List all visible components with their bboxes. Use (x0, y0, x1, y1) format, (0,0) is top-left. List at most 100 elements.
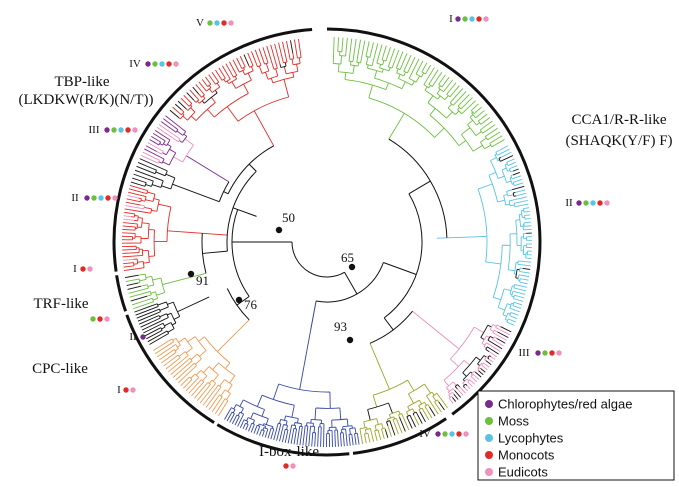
branch (208, 74, 215, 84)
branch (162, 333, 169, 338)
branch (516, 192, 527, 197)
branch (489, 131, 501, 139)
branch (492, 324, 497, 327)
branch (469, 379, 472, 382)
branch (495, 150, 500, 153)
species-dot (97, 316, 103, 322)
branch (510, 204, 515, 207)
branch (163, 143, 167, 146)
branch (266, 60, 269, 64)
branch (346, 418, 349, 427)
branch (311, 435, 313, 447)
branch (180, 114, 185, 120)
branch (138, 278, 141, 283)
branch (282, 424, 284, 429)
branch (296, 63, 299, 72)
branch (174, 348, 179, 352)
branch (295, 428, 297, 434)
branch (159, 351, 171, 361)
branch (202, 250, 228, 254)
branch (517, 295, 525, 299)
branch (273, 426, 278, 441)
branch (404, 54, 412, 69)
branch (164, 170, 168, 176)
trf-like-branches (125, 272, 207, 310)
branch (508, 269, 515, 272)
branch (431, 391, 435, 396)
branch (152, 160, 159, 164)
species-dot (166, 61, 172, 67)
branch (487, 357, 490, 360)
branch (158, 327, 162, 330)
branch (136, 165, 152, 173)
branch (161, 354, 173, 364)
branch (512, 185, 525, 191)
branch (161, 326, 166, 330)
branch (512, 168, 519, 172)
branch (511, 308, 520, 313)
branch (151, 180, 154, 187)
branch (503, 195, 507, 206)
branch (352, 65, 355, 74)
branch (450, 358, 459, 367)
subgroup-label: III (519, 347, 530, 359)
branch (158, 161, 163, 164)
branch (385, 82, 389, 90)
branch (517, 288, 527, 292)
species-dot (590, 200, 596, 206)
branch (272, 383, 280, 400)
tbp-like-arc (112, 28, 313, 272)
branch (243, 64, 246, 68)
branch (424, 383, 431, 394)
branch (188, 360, 193, 364)
bootstrap-value: 91 (196, 273, 209, 288)
branch (421, 71, 426, 75)
trf-like-arc (115, 275, 128, 312)
branch (291, 424, 296, 427)
branch (306, 425, 309, 432)
branch (511, 177, 515, 180)
branch (412, 413, 415, 416)
branch (452, 102, 456, 106)
branch (462, 371, 471, 380)
branch (485, 348, 490, 353)
branch (486, 342, 490, 345)
branch (479, 129, 483, 134)
branch (167, 328, 175, 333)
branch (238, 416, 240, 418)
branch (497, 288, 505, 308)
branch (381, 68, 384, 73)
branch (306, 422, 314, 424)
branch (214, 90, 218, 94)
branch (146, 284, 149, 289)
branch (157, 301, 167, 306)
branch (131, 298, 150, 306)
branch (172, 337, 177, 341)
branch (229, 375, 236, 384)
branch (454, 110, 460, 115)
branch (453, 394, 459, 400)
branch (514, 284, 519, 286)
branch (411, 81, 415, 86)
branch (472, 377, 478, 383)
branch (258, 48, 265, 62)
branch (136, 311, 153, 319)
branch (449, 93, 454, 98)
branch (300, 53, 302, 58)
branch (263, 423, 274, 428)
branch (185, 347, 193, 354)
branch (284, 415, 286, 421)
branch (509, 307, 512, 310)
cca1-subgroup-iv-arc (352, 417, 447, 455)
branch (446, 381, 454, 389)
branch (441, 84, 444, 88)
branch (522, 208, 525, 213)
branch (506, 162, 509, 166)
branch (360, 59, 362, 64)
branch (135, 308, 152, 316)
branch (516, 203, 529, 207)
branch (470, 373, 474, 377)
branch (333, 37, 335, 56)
branch (387, 60, 391, 67)
branch (158, 124, 175, 136)
